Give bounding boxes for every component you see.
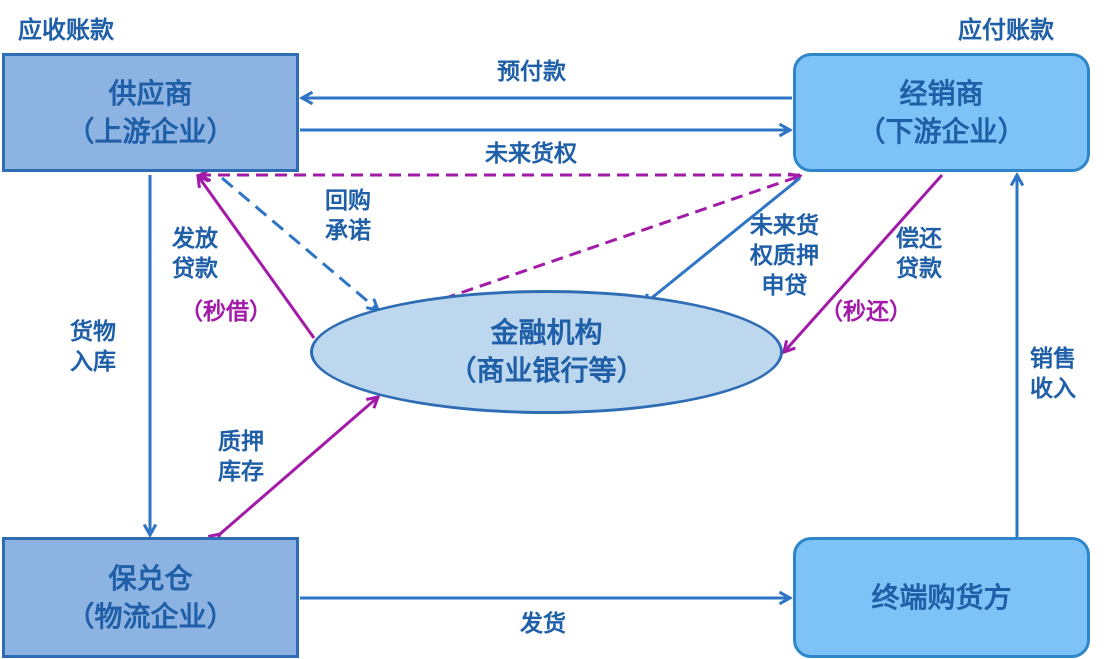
- warehouse-title: 保兑仓: [108, 561, 193, 595]
- supplier-node: 供应商 （上游企业）: [2, 53, 299, 172]
- payable-label: 应付账款: [958, 16, 1054, 44]
- buyback-label: 回购 承诺: [325, 187, 371, 247]
- future-pledge-label-line3: 申贷: [761, 272, 808, 299]
- warehouse-node: 保兑仓 （物流企业）: [2, 537, 299, 658]
- second-borrow-label: （秒借）: [180, 299, 272, 325]
- buyback-arrow: [221, 176, 378, 310]
- goods-in-label: 货物 入库: [70, 318, 116, 378]
- pledge-stock-arrow: [220, 397, 378, 534]
- pledge-stock-label-line1: 质押: [218, 429, 264, 455]
- bank-subtitle: （商业银行等）: [448, 354, 645, 387]
- goods-in-label-line2: 入库: [70, 348, 116, 375]
- future-pledge-label-line1: 未来货: [750, 213, 819, 239]
- sales-income-label-line2: 收入: [1030, 375, 1076, 402]
- pledge-stock-label-line2: 库存: [218, 458, 264, 485]
- issue-loan-label-line1: 发放: [172, 226, 218, 252]
- repay-loan-label-line1: 偿还: [896, 226, 942, 252]
- bank-title: 金融机构: [490, 316, 603, 350]
- supplier-title: 供应商: [108, 76, 193, 110]
- prepay-label: 预付款: [497, 59, 566, 85]
- repay-loan-arrow: [784, 174, 944, 352]
- warehouse-subtitle: （物流企业）: [66, 599, 235, 633]
- second-repay-label: （秒还）: [820, 299, 912, 325]
- dealer-node: 经销商 （下游企业）: [793, 53, 1090, 172]
- repay-loan-label-line2: 贷款: [896, 255, 942, 282]
- dealer-subtitle: （下游企业）: [857, 114, 1026, 148]
- dealer-title: 经销商: [899, 76, 984, 110]
- buyback-label-line2: 承诺: [325, 217, 371, 244]
- supplier-subtitle: （上游企业）: [66, 114, 235, 148]
- future-pledge-label: 未来货 权质押 申贷: [750, 212, 819, 302]
- buyer-node: 终端购货方: [793, 537, 1090, 658]
- future-pledge-arrow: [643, 176, 801, 305]
- issue-loan-arrow: [198, 176, 316, 339]
- issue-loan-label-line2: 贷款: [172, 255, 218, 282]
- repay-loan-label: 偿还 贷款: [896, 225, 942, 285]
- goods-in-label-line1: 货物: [70, 319, 116, 345]
- future-rights-label: 未来货权: [485, 141, 577, 167]
- pledge-stock-label: 质押 库存: [218, 428, 264, 488]
- future-pledge-label-line2: 权质押: [750, 242, 819, 269]
- sales-income-label-line1: 销售: [1030, 346, 1076, 372]
- ship-label: 发货: [520, 611, 566, 637]
- buyer-title: 终端购货方: [871, 580, 1012, 614]
- receivable-label: 应收账款: [18, 16, 114, 44]
- issue-loan-label: 发放 贷款: [172, 225, 218, 285]
- bank-node: 金融机构 （商业银行等）: [310, 290, 783, 414]
- buyback-label-line1: 回购: [325, 188, 371, 214]
- sales-income-label: 销售 收入: [1030, 345, 1076, 405]
